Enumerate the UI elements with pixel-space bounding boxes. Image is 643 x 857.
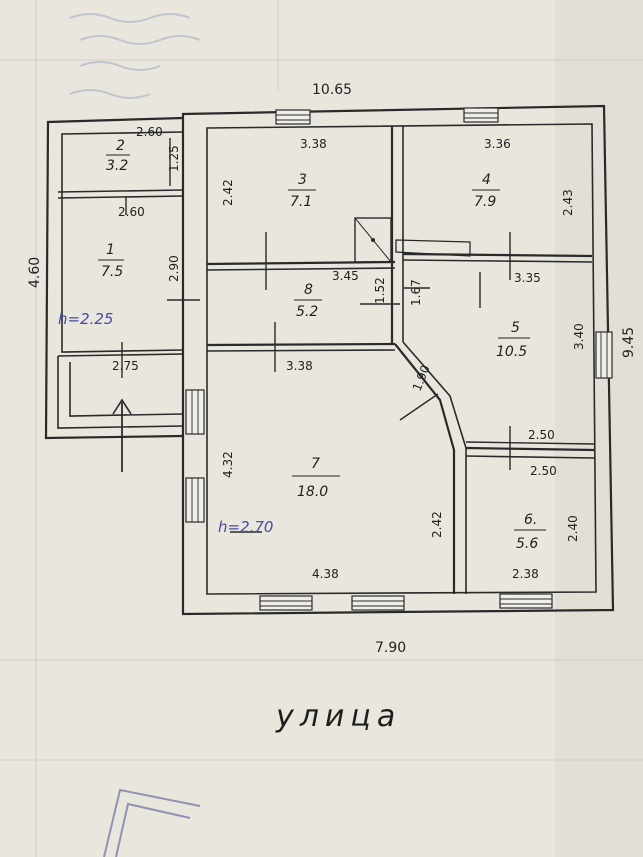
dim-overall-right: 9.45 bbox=[621, 327, 637, 358]
window-icon bbox=[499, 593, 553, 609]
stamp-icon bbox=[103, 788, 201, 857]
window-icon bbox=[595, 331, 613, 379]
room-label-7: 7 18.0 bbox=[292, 456, 340, 500]
room-area: 18.0 bbox=[297, 484, 328, 500]
inner-outline-main bbox=[206, 123, 597, 595]
room-area: 5.2 bbox=[296, 304, 318, 320]
dim-room5-top: 3.35 bbox=[514, 271, 541, 285]
room-label-1: 1 7.5 bbox=[98, 242, 124, 280]
dim-room4-right: 2.43 bbox=[561, 189, 575, 216]
dim-room4-top: 3.36 bbox=[484, 137, 511, 151]
room-number: 2 bbox=[116, 138, 125, 154]
room-label-2: 2 3.2 bbox=[106, 138, 130, 174]
window-icon bbox=[463, 107, 499, 123]
wall-diagonal-b bbox=[402, 341, 467, 594]
wall-room3-bottom-b bbox=[206, 267, 396, 271]
wall-room6-top-b bbox=[465, 455, 595, 459]
dim-corridor: 1.67 bbox=[409, 279, 423, 306]
dim-room8-right: 1.52 bbox=[373, 277, 387, 304]
room-label-4: 4 7.9 bbox=[472, 172, 500, 210]
room-label-5: 5 10.5 bbox=[496, 320, 530, 360]
dim-room6-right: 2.40 bbox=[566, 515, 580, 542]
dim-overall-top: 10.65 bbox=[312, 82, 352, 98]
room-label-8: 8 5.2 bbox=[294, 282, 322, 320]
room-area: 10.5 bbox=[496, 344, 527, 360]
window-icons bbox=[185, 107, 613, 611]
street-label: улица bbox=[275, 699, 401, 734]
entrance-arrow-icon bbox=[112, 398, 132, 472]
stove-icon bbox=[354, 217, 471, 263]
dim-room2-side: 1.25 bbox=[167, 145, 181, 172]
dim-room7-left: 4.32 bbox=[221, 451, 235, 478]
dim-room7-bottom: 4.38 bbox=[312, 567, 339, 581]
dim-porch-width: 2.75 bbox=[112, 359, 139, 373]
dim-overall-left: 4.60 bbox=[27, 257, 43, 288]
faded-handwriting bbox=[69, 13, 201, 99]
dim-room5-right: 3.40 bbox=[572, 323, 586, 350]
wall-room4-bottom-b bbox=[402, 259, 593, 263]
room-number: 8 bbox=[304, 282, 313, 298]
room-area: 7.9 bbox=[474, 194, 496, 210]
room-area: 7.5 bbox=[101, 264, 123, 280]
dim-room2-top: 2.60 bbox=[136, 125, 163, 139]
wall-room8-bottom-b bbox=[206, 349, 396, 352]
outer-wall-annex bbox=[44, 116, 184, 440]
window-icon bbox=[259, 595, 313, 611]
dim-room1-right: 2.90 bbox=[167, 255, 181, 282]
window-icon bbox=[351, 595, 405, 611]
wall-room6-top bbox=[465, 446, 595, 452]
room-area: 7.1 bbox=[290, 194, 312, 210]
room-number: 3 bbox=[298, 172, 307, 188]
room-number: 7 bbox=[311, 456, 320, 472]
dim-room7-right: 2.42 bbox=[430, 511, 444, 538]
room-label-6: 6. 5.6 bbox=[514, 512, 546, 552]
porch-inner bbox=[69, 362, 184, 417]
dim-room8-top: 3.45 bbox=[332, 269, 359, 283]
dim-room8-bottom: 3.38 bbox=[286, 359, 313, 373]
window-icon bbox=[185, 389, 205, 435]
height-room1: h=2.25 bbox=[58, 310, 113, 328]
room-area: 3.2 bbox=[106, 158, 128, 174]
window-icon bbox=[185, 477, 205, 523]
wall-diagonal bbox=[394, 343, 456, 594]
dim-room6-top-b: 2.50 bbox=[530, 464, 557, 478]
dim-room3-top: 3.38 bbox=[300, 137, 327, 151]
wall-room8-bottom bbox=[206, 342, 396, 347]
paper-fold bbox=[555, 0, 643, 857]
dim-overall-bottom: 7.90 bbox=[375, 640, 406, 656]
dim-room2-bottom: 2.60 bbox=[118, 205, 145, 219]
dim-room3-left: 2.42 bbox=[221, 179, 235, 206]
room-number: 4 bbox=[482, 172, 491, 188]
room-number: 1 bbox=[106, 242, 115, 258]
dim-room6-bottom: 2.38 bbox=[512, 567, 539, 581]
room-number: 5 bbox=[511, 320, 520, 336]
height-room7: h=2.70 bbox=[218, 518, 273, 536]
room-label-3: 3 7.1 bbox=[288, 172, 316, 210]
room-area: 5.6 bbox=[516, 536, 538, 552]
porch-outline bbox=[57, 356, 184, 429]
room-number: 6. bbox=[524, 512, 537, 528]
dim-room6-top-a: 2.50 bbox=[528, 428, 555, 442]
window-icon bbox=[275, 109, 311, 125]
wall-room1-bottom bbox=[57, 353, 184, 357]
wall-room2-bottom bbox=[57, 189, 184, 193]
wall-room2-bottom-b bbox=[57, 195, 184, 199]
